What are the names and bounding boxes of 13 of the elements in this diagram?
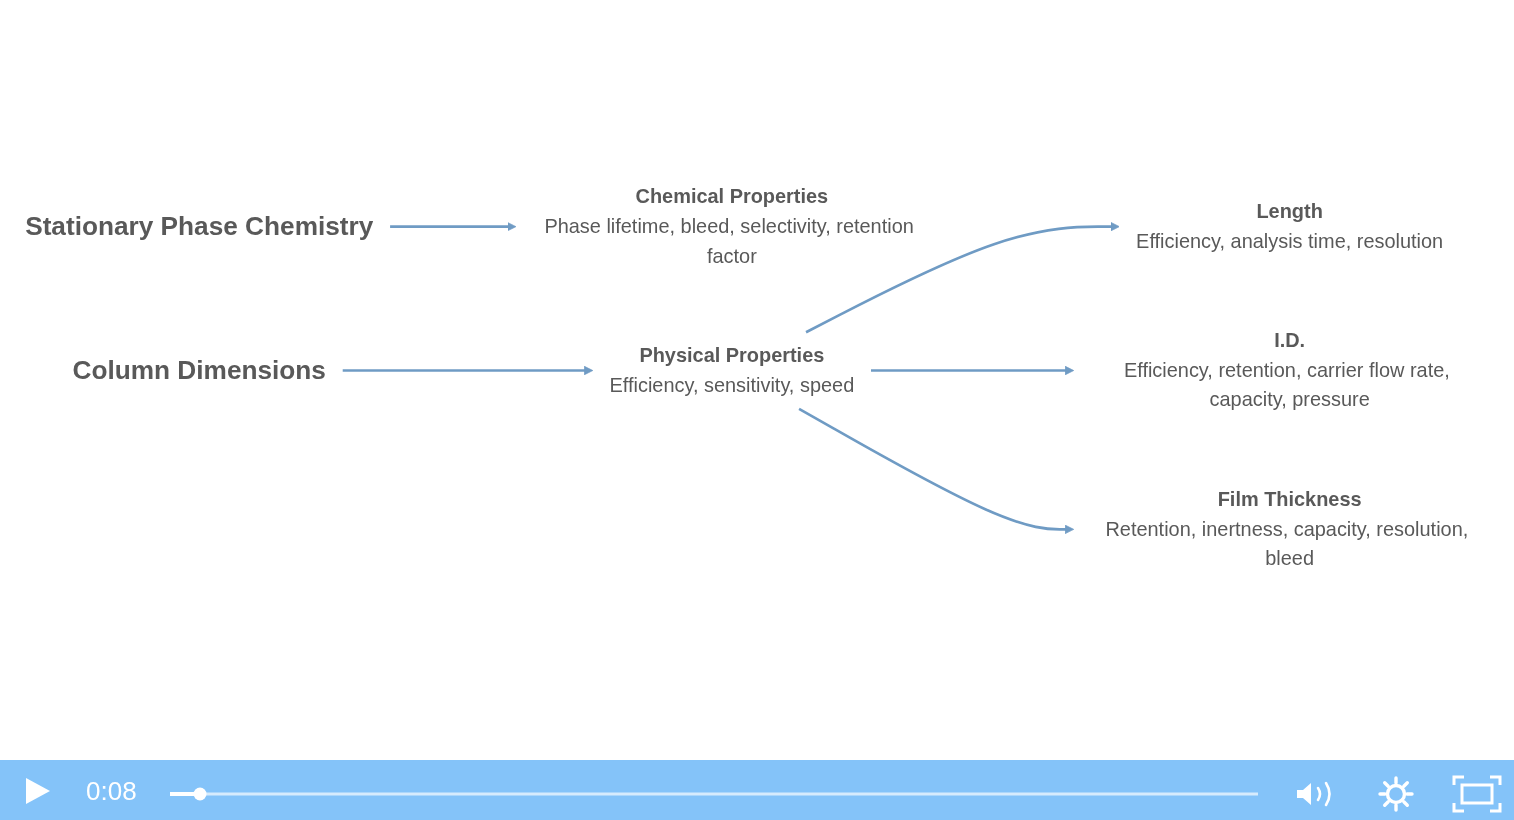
- node-text: Length Efficiency, analysis time, resolution: [1136, 199, 1444, 252]
- arrow: [342, 365, 594, 376]
- node-text: Column Dimensions: [72, 355, 326, 385]
- node-text: Chemical Properties Phase lifetime, bleed, selectivity, retention factor: [544, 184, 914, 267]
- node-text: I.D. Efficiency, retention, carrier flow rate, capacity, pressure: [1123, 328, 1450, 411]
- node-text: Physical Properties Efficiency, sensitivity, speed: [609, 343, 855, 396]
- node-text: Stationary Phase Chemistry: [25, 211, 374, 241]
- arrow: [871, 365, 1075, 376]
- node-text: Film Thickness Retention, inertness, capacity, resolution, bleed: [1105, 487, 1469, 570]
- time-display: 0:08: [86, 776, 137, 806]
- arrow: [390, 222, 517, 232]
- arrow: [798, 407, 1075, 534]
- arrow: [805, 222, 1120, 334]
